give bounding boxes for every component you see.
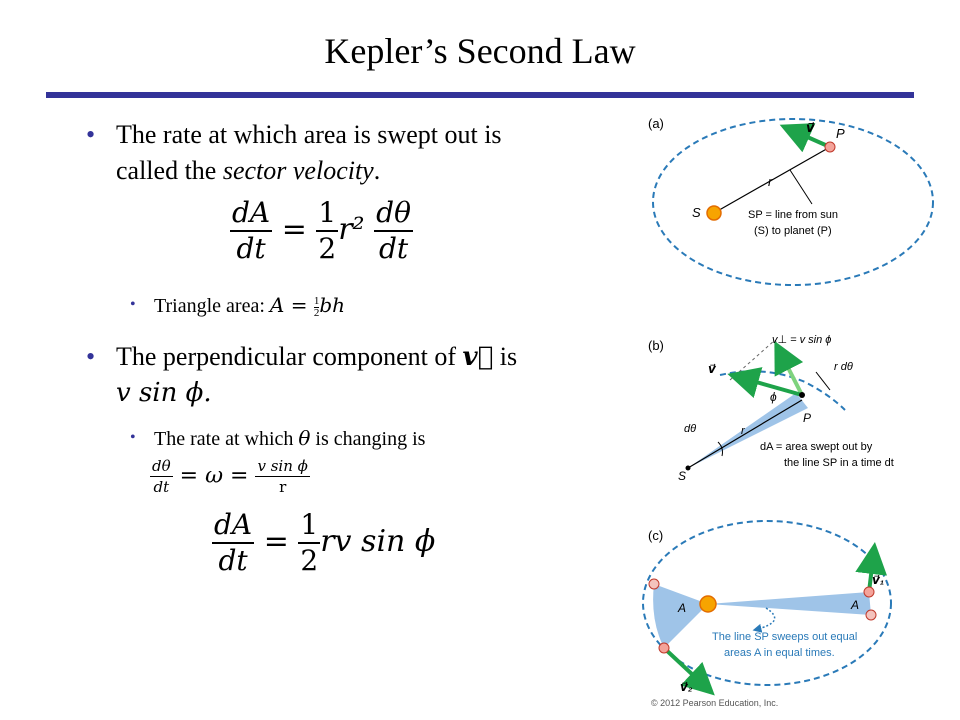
- area-label-left: A: [677, 601, 686, 615]
- r-dtheta-label: r dθ: [834, 361, 853, 373]
- velocity-label-v1: v⃗₁: [872, 573, 884, 587]
- velocity-label: v⃗: [806, 120, 815, 135]
- sp-note-line2: (S) to planet (P): [754, 225, 832, 237]
- area-label-right: A: [850, 598, 859, 612]
- velocity-arrow-v2: [662, 646, 715, 696]
- panel-c-label: (c): [648, 528, 663, 543]
- equal-areas-note-2: areas A in equal times.: [724, 647, 835, 659]
- panel-a: (a) v⃗ P r S SP = line from sun (S) to p…: [648, 116, 934, 286]
- bullet-1-line-2: called the sector velocity.: [116, 154, 380, 188]
- orbit-ellipse-c: [642, 520, 892, 686]
- sun-point: [685, 465, 691, 471]
- velocity-arrow-v1: [855, 542, 888, 593]
- equal-areas-note-1: The line SP sweeps out equal: [712, 631, 857, 643]
- perpendicular-velocity-arrow: [774, 340, 804, 396]
- panel-b-label: (b): [648, 338, 664, 353]
- planet-position: [658, 642, 670, 654]
- bullet-dot: •: [130, 296, 136, 313]
- bullet-dot: •: [130, 429, 136, 446]
- da-note-line1: dA = area swept out by: [760, 441, 873, 453]
- r-label-b: r: [741, 425, 746, 437]
- bullet-2-line-1: The perpendicular component of v⃗ is: [116, 342, 518, 372]
- sub-bullet-2: • The rate at which θ is changing is: [130, 426, 426, 450]
- planet-position: [863, 586, 875, 598]
- vperp-label: v⊥ = v sin ϕ: [772, 334, 831, 346]
- bullet-dot: •: [86, 342, 96, 371]
- bullet-1-text-b: .: [373, 156, 381, 185]
- velocity-vector-symbol: v⃗: [462, 342, 494, 372]
- bullet-2-line-2: v sin ϕ.: [116, 378, 212, 408]
- bullet-dot: •: [86, 120, 96, 149]
- swept-area-wedge: [688, 393, 808, 468]
- swept-area-right: [708, 592, 871, 615]
- panel-c: (c) v⃗₁ A A The line SP sweeps out equal…: [642, 520, 892, 696]
- sun-icon: [706, 205, 722, 221]
- planet-point: [799, 392, 805, 398]
- bullet-1-text-a: called the: [116, 156, 223, 185]
- note-pointer: [752, 607, 776, 633]
- sp-note-line1: SP = line from sun: [748, 209, 838, 221]
- velocity-arrow: [779, 123, 831, 153]
- swept-area-left: [653, 584, 708, 648]
- planet-position: [648, 578, 660, 590]
- planet-label-b: P: [803, 411, 811, 425]
- orbit-ellipse: [652, 118, 934, 286]
- dtheta-label: dθ: [684, 423, 696, 435]
- planet-position: [865, 609, 877, 621]
- sector-velocity-term: sector velocity: [222, 156, 374, 185]
- planet: [824, 141, 836, 153]
- r-dtheta-bracket: [815, 371, 831, 391]
- r-label: r: [768, 174, 773, 189]
- velocity-label-v2: v⃗₂: [680, 680, 693, 694]
- phi-label: ϕ: [770, 390, 777, 404]
- planet-label: P: [836, 126, 845, 141]
- dtheta-arc: [717, 441, 723, 457]
- sp-line-b: [687, 399, 803, 469]
- sun-icon: [699, 595, 717, 613]
- velocity-label-b: v⃗: [708, 362, 717, 376]
- velocity-arrow-b: [727, 367, 803, 398]
- sun-label-b: S: [678, 469, 686, 483]
- panel-a-label: (a): [648, 116, 664, 131]
- bullet-1-line-1: The rate at which area is swept out is: [116, 120, 502, 149]
- kepler-figure: (a) v⃗ P r S SP = line from sun (S) to p…: [642, 116, 934, 696]
- slide-title: Kepler’s Second Law: [324, 31, 636, 71]
- sun-label: S: [692, 205, 701, 220]
- sp-line: [713, 146, 831, 214]
- component-guide: [729, 339, 776, 381]
- title-rule: [46, 92, 914, 98]
- sp-callout: [789, 169, 813, 205]
- panel-b: (b) v⊥ = v sin ϕ r dθ v⃗ ϕ P dθ r dA = a…: [648, 334, 894, 483]
- copyright-notice: © 2012 Pearson Education, Inc.: [651, 698, 779, 708]
- da-note-line2: the line SP in a time dt: [784, 457, 894, 469]
